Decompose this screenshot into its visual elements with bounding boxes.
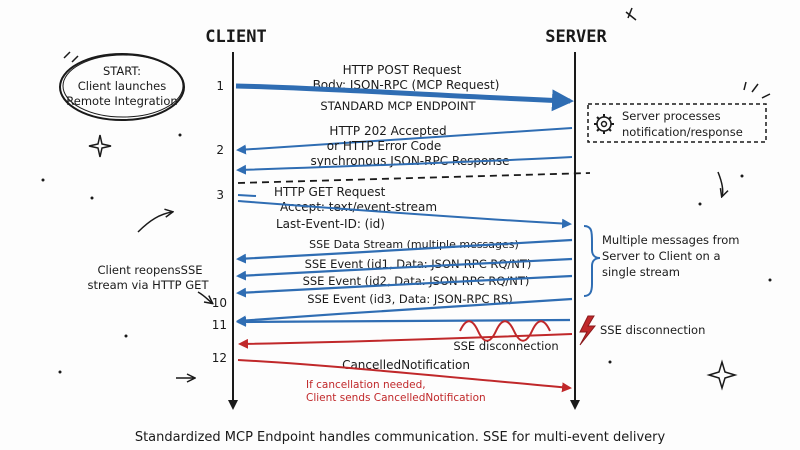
sparkle-lines-icon [63,51,79,63]
server-title: SERVER [545,27,607,47]
step-number-10: 10 [212,296,227,310]
step-number-2: 2 [216,143,224,157]
reopen-note-line1: Client reopensSSE [97,263,202,277]
step1-method-label: HTTP POST Request [343,63,462,77]
disconnect-right-label: SSE disconnection [600,323,705,337]
server-note-sparkle-icon [743,81,771,99]
reopen-pointer-arrow [197,291,212,303]
stream-event3-label: SSE Event (id3, Data: JSON-RPC RS) [307,292,513,306]
step3-method-label: HTTP GET Request [274,185,386,199]
stream-data-label: SSE Data Stream (multiple messages) [309,238,519,251]
server-note-box [587,103,767,143]
server-note-line1: Server processes [622,109,721,123]
dot-decoration [58,370,62,374]
diagram-caption: Standardized MCP Endpoint handles commun… [135,430,666,445]
step2-accepted-label: HTTP 202 Accepted [329,124,446,138]
step12-note-line2: Client sends CancelledNotification [306,392,486,404]
dot-decoration [178,133,182,137]
dot-decoration [740,174,744,178]
gear-icon [594,114,614,134]
step3-arrow [237,200,572,229]
step1-arrow [235,83,574,112]
start-line1: START: [103,64,141,78]
server-note-line2: notification/response [622,125,743,139]
phase-separator [237,172,591,184]
reopen-note-line2: stream via HTTP GET [88,278,210,292]
stream-event1-label: SSE Event (id1, Data: JSON-RPC RQ/NT) [305,257,532,271]
step11-blue-arrow [236,316,571,327]
step2-error-label: or HTTP Error Code [327,139,441,153]
stream-arrow-event2 [236,274,573,298]
step3-stub [237,194,257,197]
step1-endpoint-label: STANDARD MCP ENDPOINT [320,99,476,113]
step2-sync-label: synchronous JSON-RPC Response [310,154,509,168]
stream-arrow-data [236,238,573,264]
stream-brace [583,225,601,297]
start-ellipse-sketch [62,54,184,118]
down-curl-arrow [717,171,723,196]
start-line3: Remote Integration [66,94,177,108]
step12-note-line1: If cancellation needed, [306,379,426,391]
disconnect-mid-label: SSE disconnection [453,339,558,353]
step2-arrow-accepted [236,127,573,155]
stream-event2-label: SSE Event (id2, Data: JSON-RPC RQ/NT) [303,274,530,288]
step-number-11: 11 [212,318,227,332]
stream-arrow-event3 [236,297,573,326]
sparkle-icon [88,134,112,158]
start-line2: Client launches [78,79,166,93]
step-number-1: 1 [216,79,224,93]
disconnect-wave [459,320,551,342]
sparkle-icon-bottom-right [706,359,738,391]
corner-arrow-icon [625,7,637,21]
stream-arrow-event1 [236,257,573,281]
dot-decoration [608,360,612,364]
step2-arrow-sync [236,156,573,175]
dot-decoration [124,334,128,338]
lightning-icon [579,315,597,346]
reopen-curl-arrow [137,212,172,233]
step3-accept-label: Accept: text/event-stream [280,200,437,214]
multi-note-line3: single stream [602,265,680,279]
dot-decoration [41,178,45,182]
step3-last-event-label: Last-Event-ID: (id) [276,217,385,231]
step11-red-arrow [238,333,573,349]
start-ellipse [59,53,185,121]
dot-decoration [768,278,772,282]
step12-arrow [237,359,572,393]
step12-label: CancelledNotification [342,358,470,372]
multi-note-line1: Multiple messages from [602,233,739,247]
step-number-3: 3 [216,188,224,202]
multi-note-line2: Server to Client on a [602,249,721,263]
step-number-12: 12 [212,351,227,365]
dot-decoration [698,202,702,206]
client-title: CLIENT [205,27,266,47]
dot-decoration [90,196,94,200]
